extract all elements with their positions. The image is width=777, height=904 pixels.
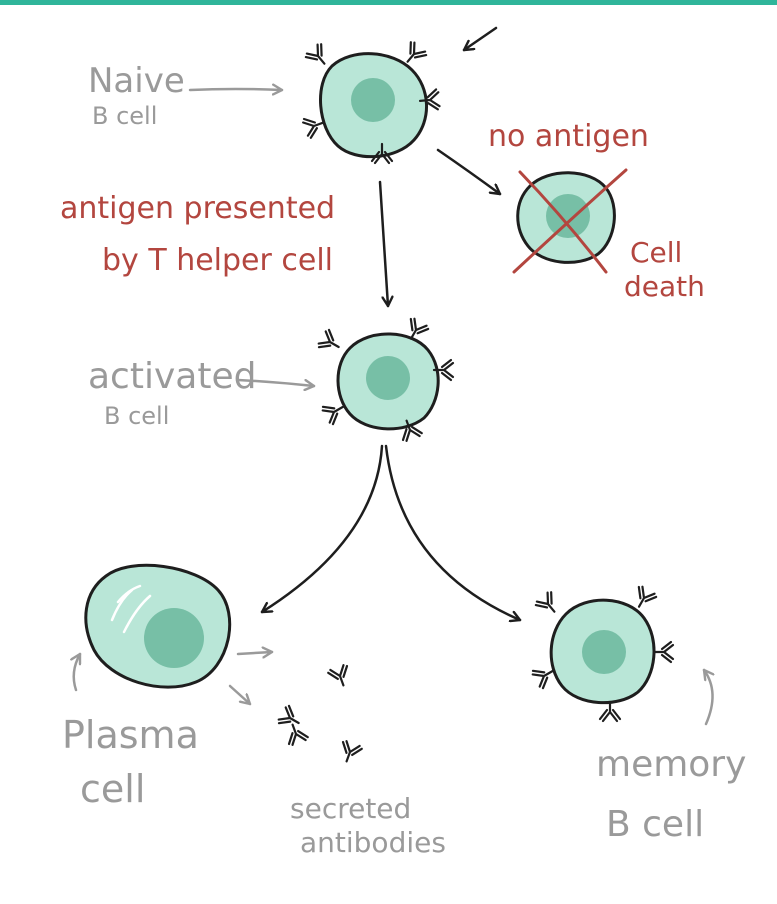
secretion-arrow-2 [228, 684, 252, 706]
antibody-icon [409, 317, 430, 340]
antibody-icon [401, 419, 423, 442]
secreted-label-line2: antibodies [300, 826, 446, 859]
cell-death-label-line1: Cell [630, 236, 682, 269]
activated-label-line2: B cell [104, 402, 169, 430]
naive-label-line2: B cell [92, 102, 157, 130]
cross-mark-icon [512, 168, 628, 274]
antibody-icon [277, 704, 300, 725]
antibody-icon [637, 585, 658, 608]
naive-label-line1: Naive [88, 61, 185, 101]
memory-label-line1: memory [596, 744, 746, 785]
antibody-icon [531, 669, 554, 690]
arrow-to-cell-death [436, 148, 502, 196]
plasma-cell-nucleus [144, 608, 204, 668]
top-accent-bar [0, 0, 777, 5]
antibody-icon [598, 700, 622, 723]
antibody-icon [418, 88, 441, 111]
plasma-label-line1: Plasma [62, 713, 199, 757]
secreted-antibodies [277, 664, 363, 763]
naive-label-arrow [188, 89, 284, 90]
antibody-icon [317, 328, 340, 349]
naive-antibodies [302, 41, 441, 165]
arrow-to-memory-cell [384, 444, 522, 620]
antibody-icon [304, 43, 326, 65]
memory-antibodies [531, 585, 675, 723]
antibody-icon [406, 41, 428, 63]
antibody-icon [534, 591, 556, 613]
naive-cell-nucleus [351, 78, 395, 122]
activated-label-line1: activated [88, 356, 256, 397]
activated-cell-nucleus [366, 356, 410, 400]
secretion-arrow-1 [236, 652, 274, 654]
no-antigen-label: no antigen [488, 119, 649, 154]
antibody-icon [652, 640, 675, 664]
antibody-icon [287, 723, 309, 746]
antibody-icon [341, 740, 363, 763]
memory-cell-nucleus [582, 630, 626, 674]
antibody-icon [327, 664, 349, 687]
arrow-to-activated [378, 180, 388, 308]
arrow-to-plasma-cell [260, 444, 384, 614]
memory-label-arrow [702, 668, 713, 726]
antibody-icon [302, 117, 325, 139]
activated-label-arrow [236, 378, 316, 386]
antibody-icon [321, 405, 344, 426]
plasma-cell [84, 563, 232, 689]
incoming-arrow [462, 26, 498, 52]
plasma-label-arrow [74, 652, 82, 692]
memory-b-cell [549, 598, 656, 705]
highlight-icon [110, 584, 152, 634]
activated-b-cell [336, 332, 440, 431]
plasma-label-line2: cell [80, 767, 145, 811]
antigen-label-line1: antigen presented [60, 191, 335, 226]
antibody-icon [370, 142, 394, 165]
antibody-icon [432, 358, 455, 382]
dying-cell [512, 168, 628, 274]
naive-b-cell [319, 52, 428, 159]
secreted-label-line1: secreted [290, 792, 411, 825]
dying-cell-nucleus [546, 194, 590, 238]
activated-antibodies [317, 317, 455, 442]
memory-label-line2: B cell [606, 804, 704, 845]
cell-death-label-line2: death [624, 270, 705, 303]
antigen-label-line2: by T helper cell [102, 243, 333, 278]
